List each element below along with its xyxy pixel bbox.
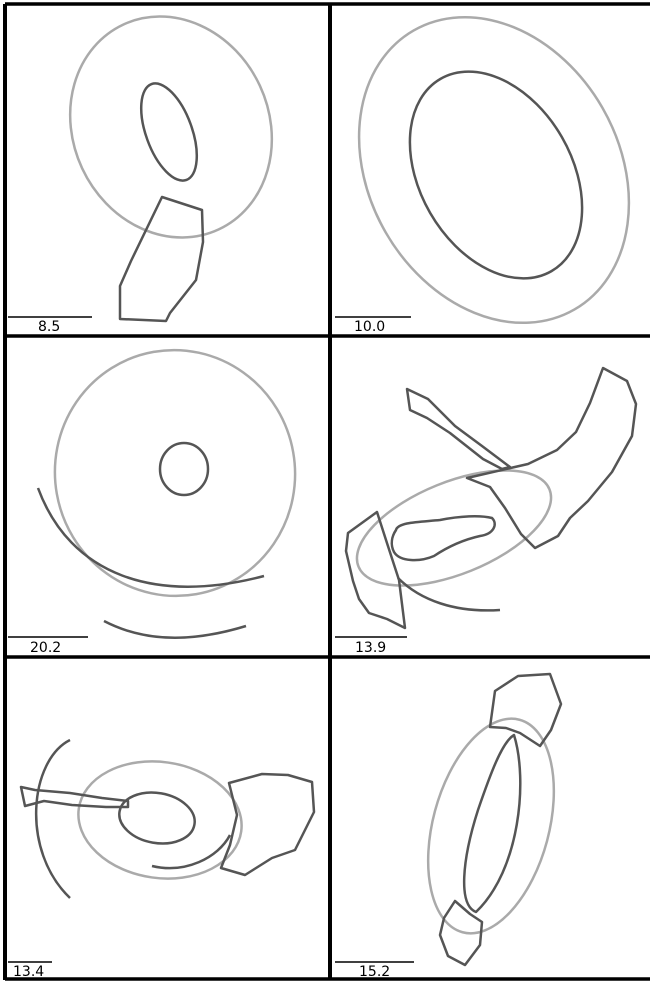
panel-3-label: 20.2 bbox=[30, 640, 61, 656]
panel-4-label: 13.9 bbox=[355, 640, 386, 656]
panel-2-label: 10.0 bbox=[354, 319, 385, 335]
panel-1-label: 8.5 bbox=[38, 319, 60, 335]
